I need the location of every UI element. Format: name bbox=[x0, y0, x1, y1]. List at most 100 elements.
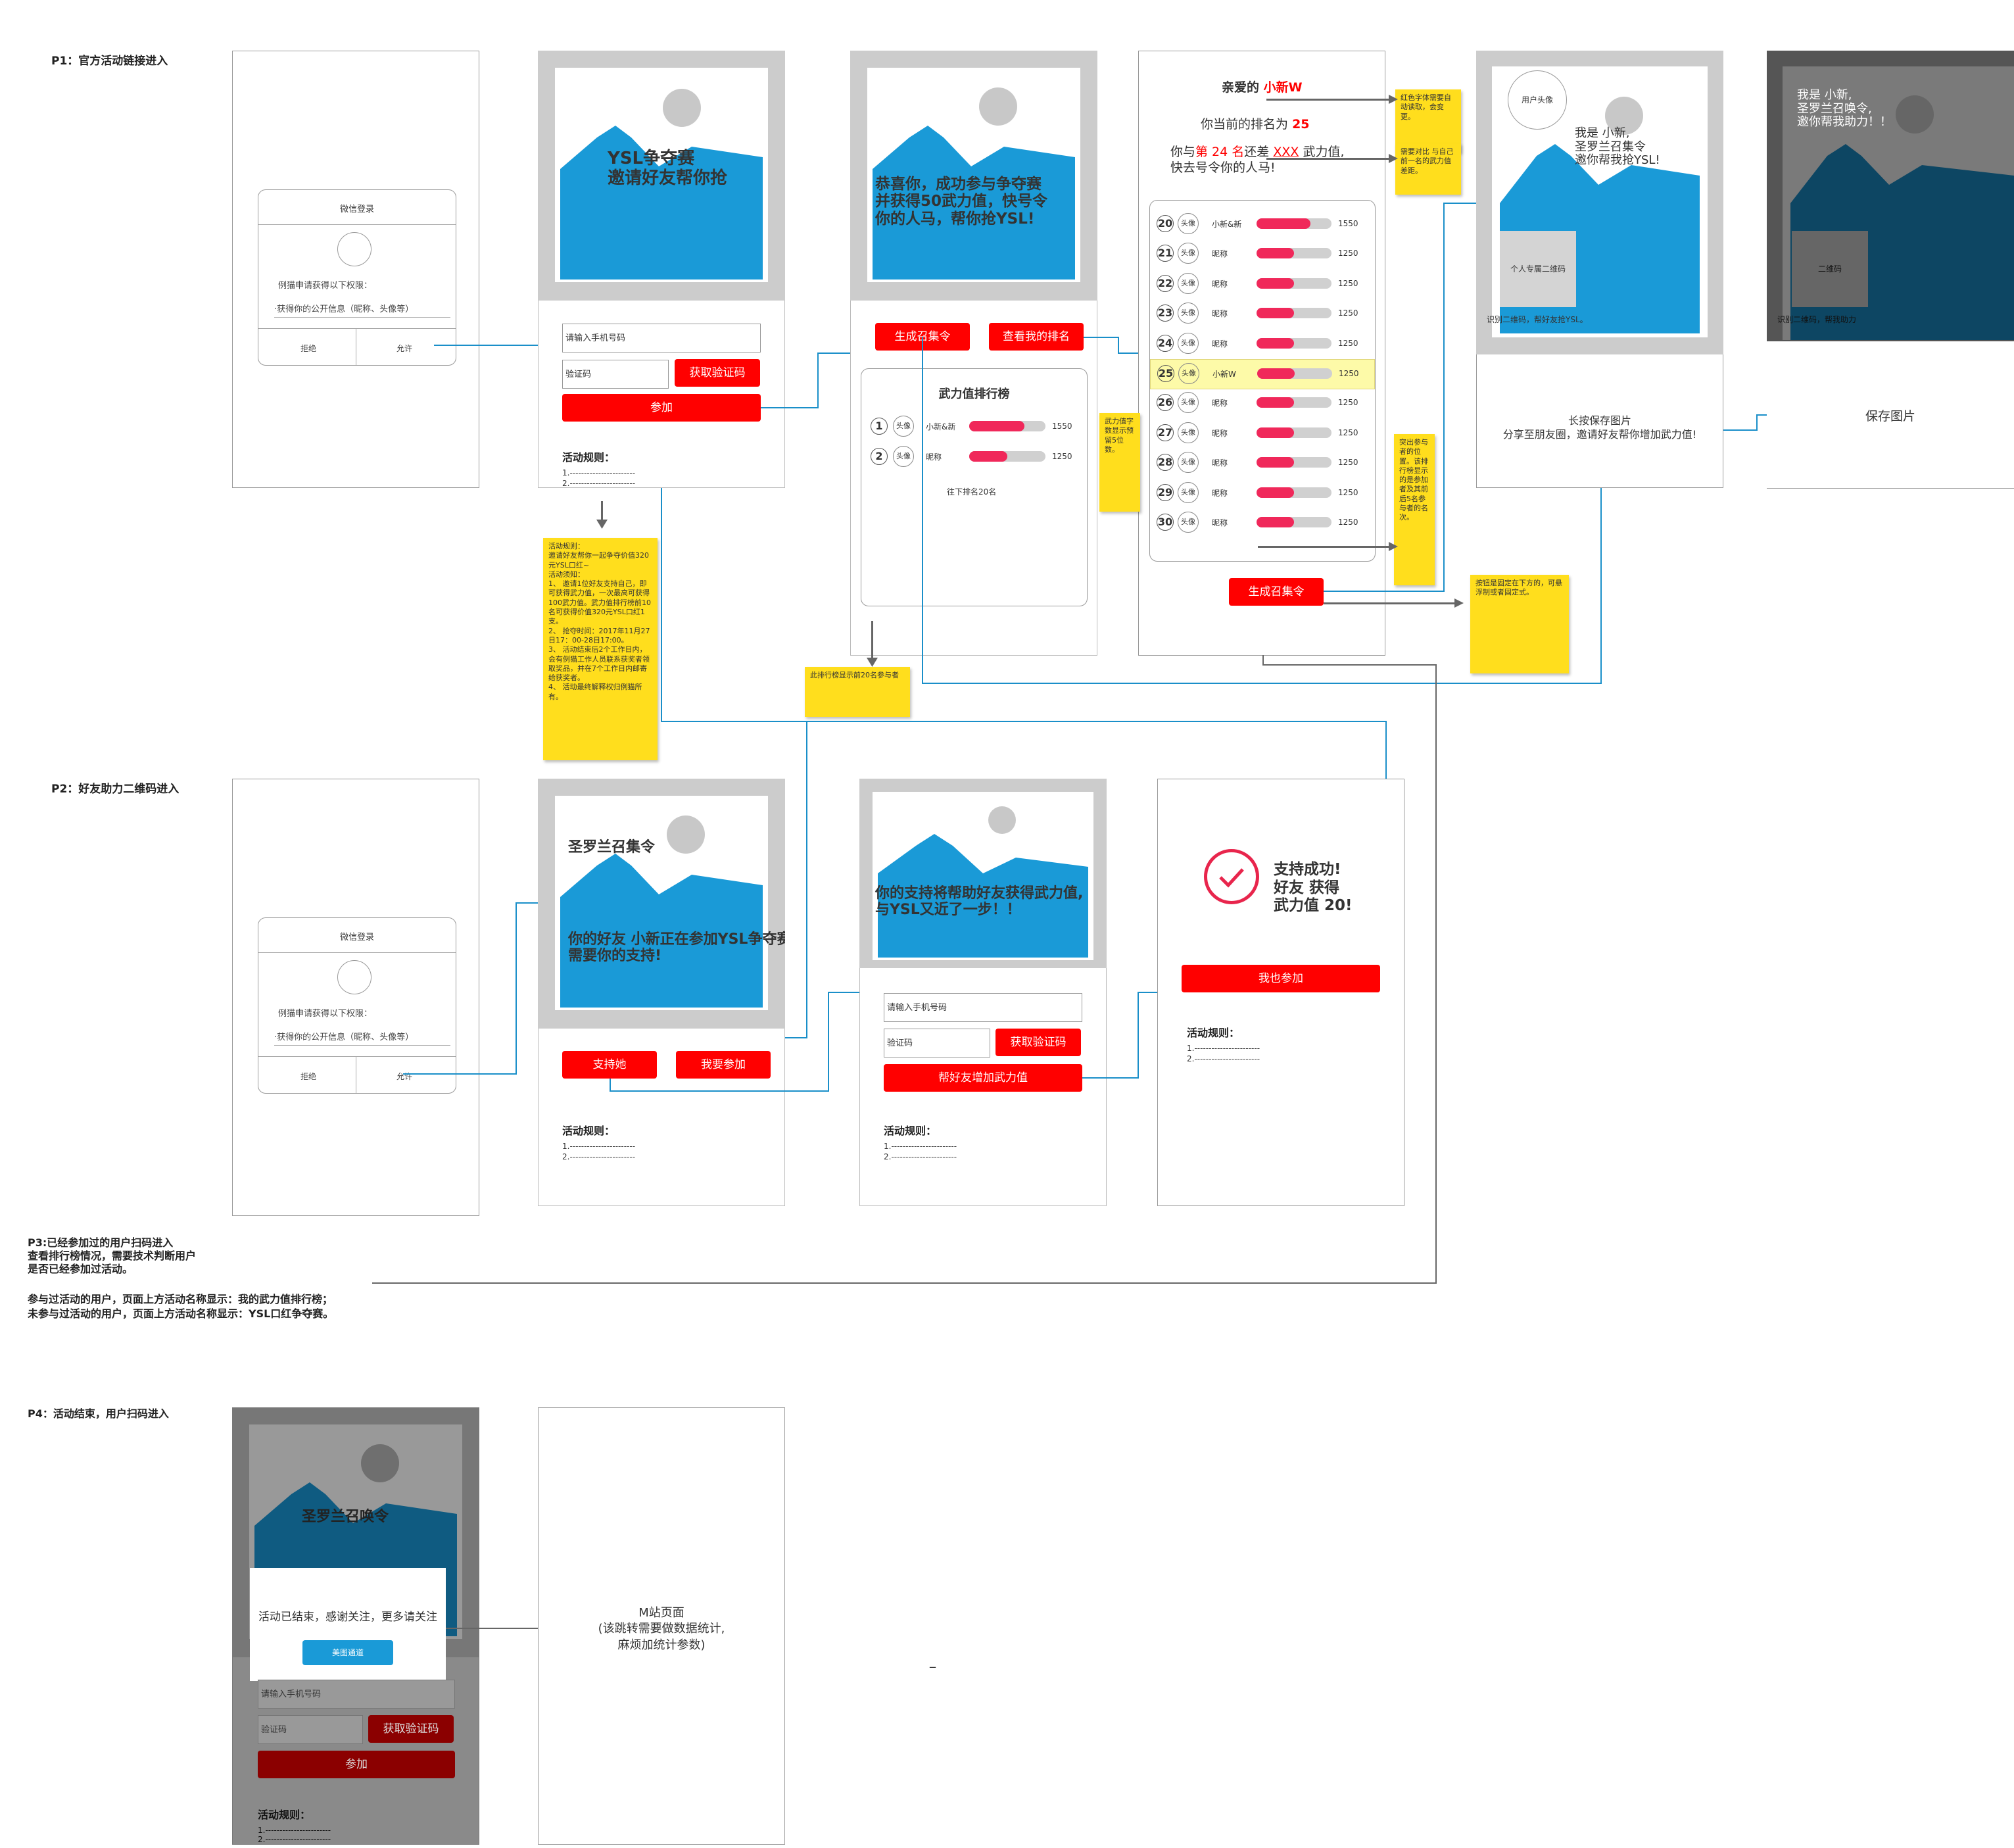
rules-note-line: 4、 活动最终解释权归例猫所有。 bbox=[548, 683, 642, 701]
code-input-2[interactable]: 验证码 bbox=[884, 1029, 990, 1058]
rules-title-5: 活动规则： bbox=[258, 1809, 311, 1821]
permission-info: ·获得你的公开信息（昵称、头像等） bbox=[274, 302, 450, 318]
red-font-note: 红色字体需要自动读取，会变更。 bbox=[1395, 89, 1461, 153]
save-image-button[interactable]: 保存图片 bbox=[1865, 409, 1915, 424]
rank-value: 1250 bbox=[1339, 369, 1359, 378]
rank-name: 昵称 bbox=[1212, 428, 1228, 438]
meitu-channel-button[interactable]: 美图通道 bbox=[302, 1640, 393, 1665]
rank-name: 昵称 bbox=[926, 452, 942, 462]
get-code-button-2[interactable]: 获取验证码 bbox=[995, 1029, 1081, 1056]
p4-screen-mobile-site: M站页面 (该跳转需要做数据统计, 麻烦加统计参数) bbox=[538, 1407, 785, 1845]
generate-call-button-2[interactable]: 生成召集令 bbox=[1229, 578, 1324, 606]
wechat-auth-dialog: 微信登录 例猫申请获得以下权限： ·获得你的公开信息（昵称、头像等） 拒绝 允许 bbox=[258, 189, 456, 366]
code-input[interactable]: 验证码 bbox=[562, 360, 669, 389]
rank-value: 25 bbox=[1292, 117, 1310, 132]
rule-line-2c: 2.----------------------- bbox=[884, 1152, 957, 1161]
wechat-title: 微信登录 bbox=[339, 205, 374, 214]
saved-scan-text: 识别二维码，帮我助力 bbox=[1777, 315, 1857, 324]
rank-prefix: 你当前的排名为 bbox=[1201, 117, 1289, 132]
p3-label-2: 查看排行榜情况，需要技术判断用户 bbox=[28, 1250, 197, 1262]
rules-title: 活动规则： bbox=[562, 451, 615, 464]
i-join-button[interactable]: 我要参加 bbox=[676, 1051, 771, 1079]
phone-input[interactable]: 请输入手机号码 bbox=[562, 324, 761, 353]
code-input-disabled: 验证码 bbox=[258, 1715, 363, 1744]
rank-number: 24 bbox=[1157, 334, 1174, 352]
rank-name: 昵称 bbox=[1212, 458, 1228, 468]
rank-avatar: 头像 bbox=[1178, 392, 1199, 414]
rank-number: 28 bbox=[1157, 454, 1174, 472]
join-button[interactable]: 参加 bbox=[562, 394, 761, 422]
saved-qr-code: 二维码 bbox=[1792, 231, 1868, 307]
rank-bar-fill bbox=[1257, 308, 1294, 319]
check-icon bbox=[1204, 849, 1259, 904]
digits-note: 武力值字数显示预留5位数。 bbox=[1099, 413, 1140, 512]
rank-avatar: 头像 bbox=[893, 416, 914, 437]
fixed-button-note: 按钮是固定在下方的，可悬浮制或者固定式。 bbox=[1470, 575, 1569, 673]
rank-avatar: 头像 bbox=[1178, 332, 1199, 354]
rules-note-line: 邀请好友帮你一起争夺价值320元YSL口红~ bbox=[548, 551, 649, 570]
success-line-2: 好友 获得 bbox=[1274, 879, 1340, 896]
rank-number: 23 bbox=[1157, 304, 1174, 322]
save-tip-1: 长按保存图片 bbox=[1568, 414, 1631, 427]
p3-label-4: 参与过活动的用户，页面上方活动名称显示：我的武力值排行榜； bbox=[28, 1293, 333, 1305]
support-button[interactable]: 支持她 bbox=[562, 1051, 657, 1079]
m-site-title: M站页面 bbox=[638, 1606, 684, 1620]
poster-text-3: 邀你帮我抢YSL! bbox=[1575, 153, 1660, 168]
rank-bar-fill bbox=[1257, 427, 1294, 438]
rank-number: 30 bbox=[1157, 514, 1174, 531]
avatar bbox=[337, 960, 372, 994]
rank-avatar: 头像 bbox=[1178, 272, 1199, 294]
success-text-2: 并获得50武力值，快号令 bbox=[875, 193, 1048, 210]
m-site-note-2: 麻烦加统计参数) bbox=[617, 1638, 706, 1652]
rank-value: 1250 bbox=[1338, 249, 1358, 258]
rank-number: 22 bbox=[1157, 274, 1174, 292]
rank-name: 小新&新 bbox=[926, 422, 956, 431]
p2-screen-success: 支持成功! 好友 获得 武力值 20! 我也参加 活动规则： 1.-------… bbox=[1157, 779, 1404, 1206]
invite-image: 圣罗兰召集令 你的好友 小新正在参加YSL争夺赛, 需要你的支持! bbox=[538, 779, 785, 1029]
phone-input-2[interactable]: 请输入手机号码 bbox=[884, 993, 1082, 1022]
permission-text: 例猫申请获得以下权限： bbox=[278, 281, 373, 291]
rank-bar-fill bbox=[1257, 397, 1294, 408]
rules-title-3: 活动规则： bbox=[884, 1125, 937, 1137]
rank-value: 1550 bbox=[1052, 422, 1072, 431]
support-text-1: 你的支持将帮助好友获得武力值, bbox=[875, 885, 1084, 902]
gap-2: 第 24 名 bbox=[1195, 145, 1245, 159]
rank-name: 昵称 bbox=[1212, 399, 1228, 408]
rank-bar-fill bbox=[1257, 517, 1294, 527]
rank-number: 27 bbox=[1157, 424, 1174, 441]
wechat-auth-dialog-2: 微信登录 例猫申请获得以下权限： ·获得你的公开信息（昵称、头像等） 拒绝 允许 bbox=[258, 917, 456, 1094]
rank-number: 20 bbox=[1157, 215, 1174, 232]
get-code-button[interactable]: 获取验证码 bbox=[675, 359, 760, 387]
also-join-button[interactable]: 我也参加 bbox=[1182, 965, 1380, 992]
view-rank-button[interactable]: 查看我的排名 bbox=[989, 323, 1084, 351]
gap-6: 快去号令你的人马! bbox=[1170, 160, 1276, 175]
poster-image: 用户头像 我是 小新, 圣罗兰召集令 邀你帮我抢YSL! 个人专属二维码 识别二… bbox=[1476, 51, 1723, 354]
p2-screen-login: 微信登录 例猫申请获得以下权限： ·获得你的公开信息（昵称、头像等） 拒绝 允许 bbox=[232, 779, 479, 1216]
get-code-disabled: 获取验证码 bbox=[368, 1715, 454, 1743]
permission-info-2: ·获得你的公开信息（昵称、头像等） bbox=[274, 1030, 450, 1046]
ended-title: 圣罗兰召唤令 bbox=[302, 1509, 389, 1525]
rule-line-1: 1.----------------------- bbox=[562, 468, 636, 477]
avatar bbox=[337, 232, 372, 266]
saved-text-1: 我是 小新, bbox=[1797, 88, 1852, 102]
reject-button[interactable]: 拒绝 bbox=[300, 344, 317, 353]
help-friend-button[interactable]: 帮好友增加武力值 bbox=[884, 1064, 1082, 1092]
allow-button[interactable]: 允许 bbox=[396, 344, 413, 353]
rules-note-line: 2、 抢夺时间：2017年11月27日17：00-28日17:00。 bbox=[548, 626, 650, 644]
rank-name: 小新W bbox=[1212, 370, 1236, 379]
rule-line-1d: 1.----------------------- bbox=[1187, 1044, 1260, 1053]
highlight-note: 突出参与者的位置。该排行榜显示的是参加者及其前后5名参与者的名次。 bbox=[1394, 434, 1435, 585]
rank-avatar: 头像 bbox=[893, 446, 914, 467]
rank-name: 昵称 bbox=[1212, 339, 1228, 349]
rank-avatar: 头像 bbox=[1178, 243, 1199, 264]
reject-button-2[interactable]: 拒绝 bbox=[300, 1072, 317, 1081]
